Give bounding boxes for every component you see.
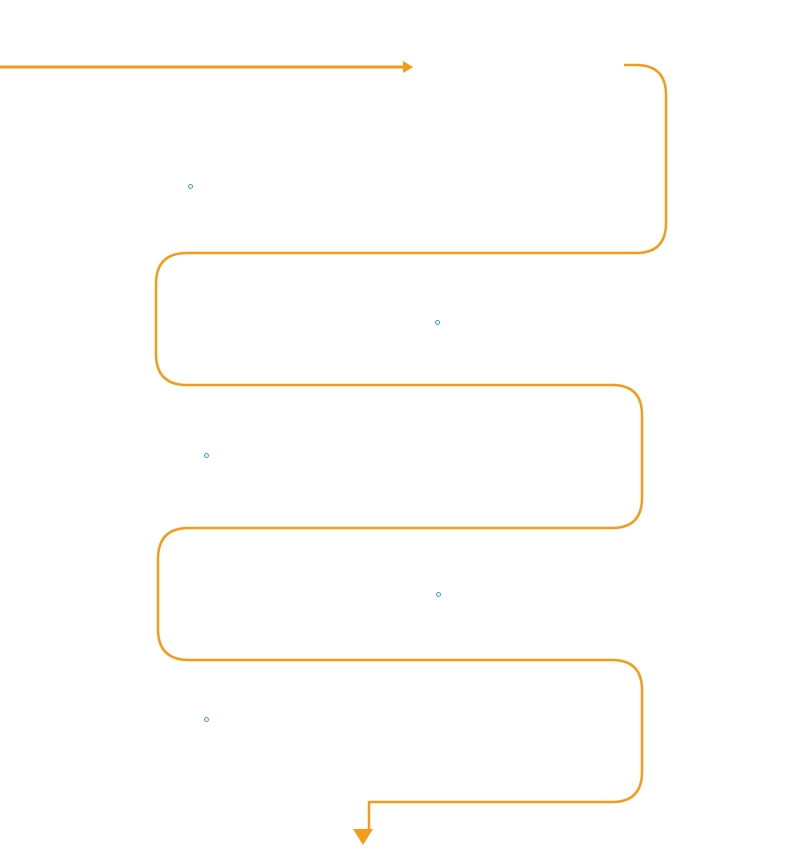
step-marker-4: [436, 592, 441, 597]
step-marker-5: [204, 717, 209, 722]
serpentine-path: [154, 63, 668, 830]
exit-arrow-head: [353, 829, 373, 845]
step-marker-1: [188, 184, 193, 189]
step-marker-3: [204, 453, 209, 458]
entry-arrow-head: [403, 61, 413, 73]
step-marker-2: [435, 320, 440, 325]
